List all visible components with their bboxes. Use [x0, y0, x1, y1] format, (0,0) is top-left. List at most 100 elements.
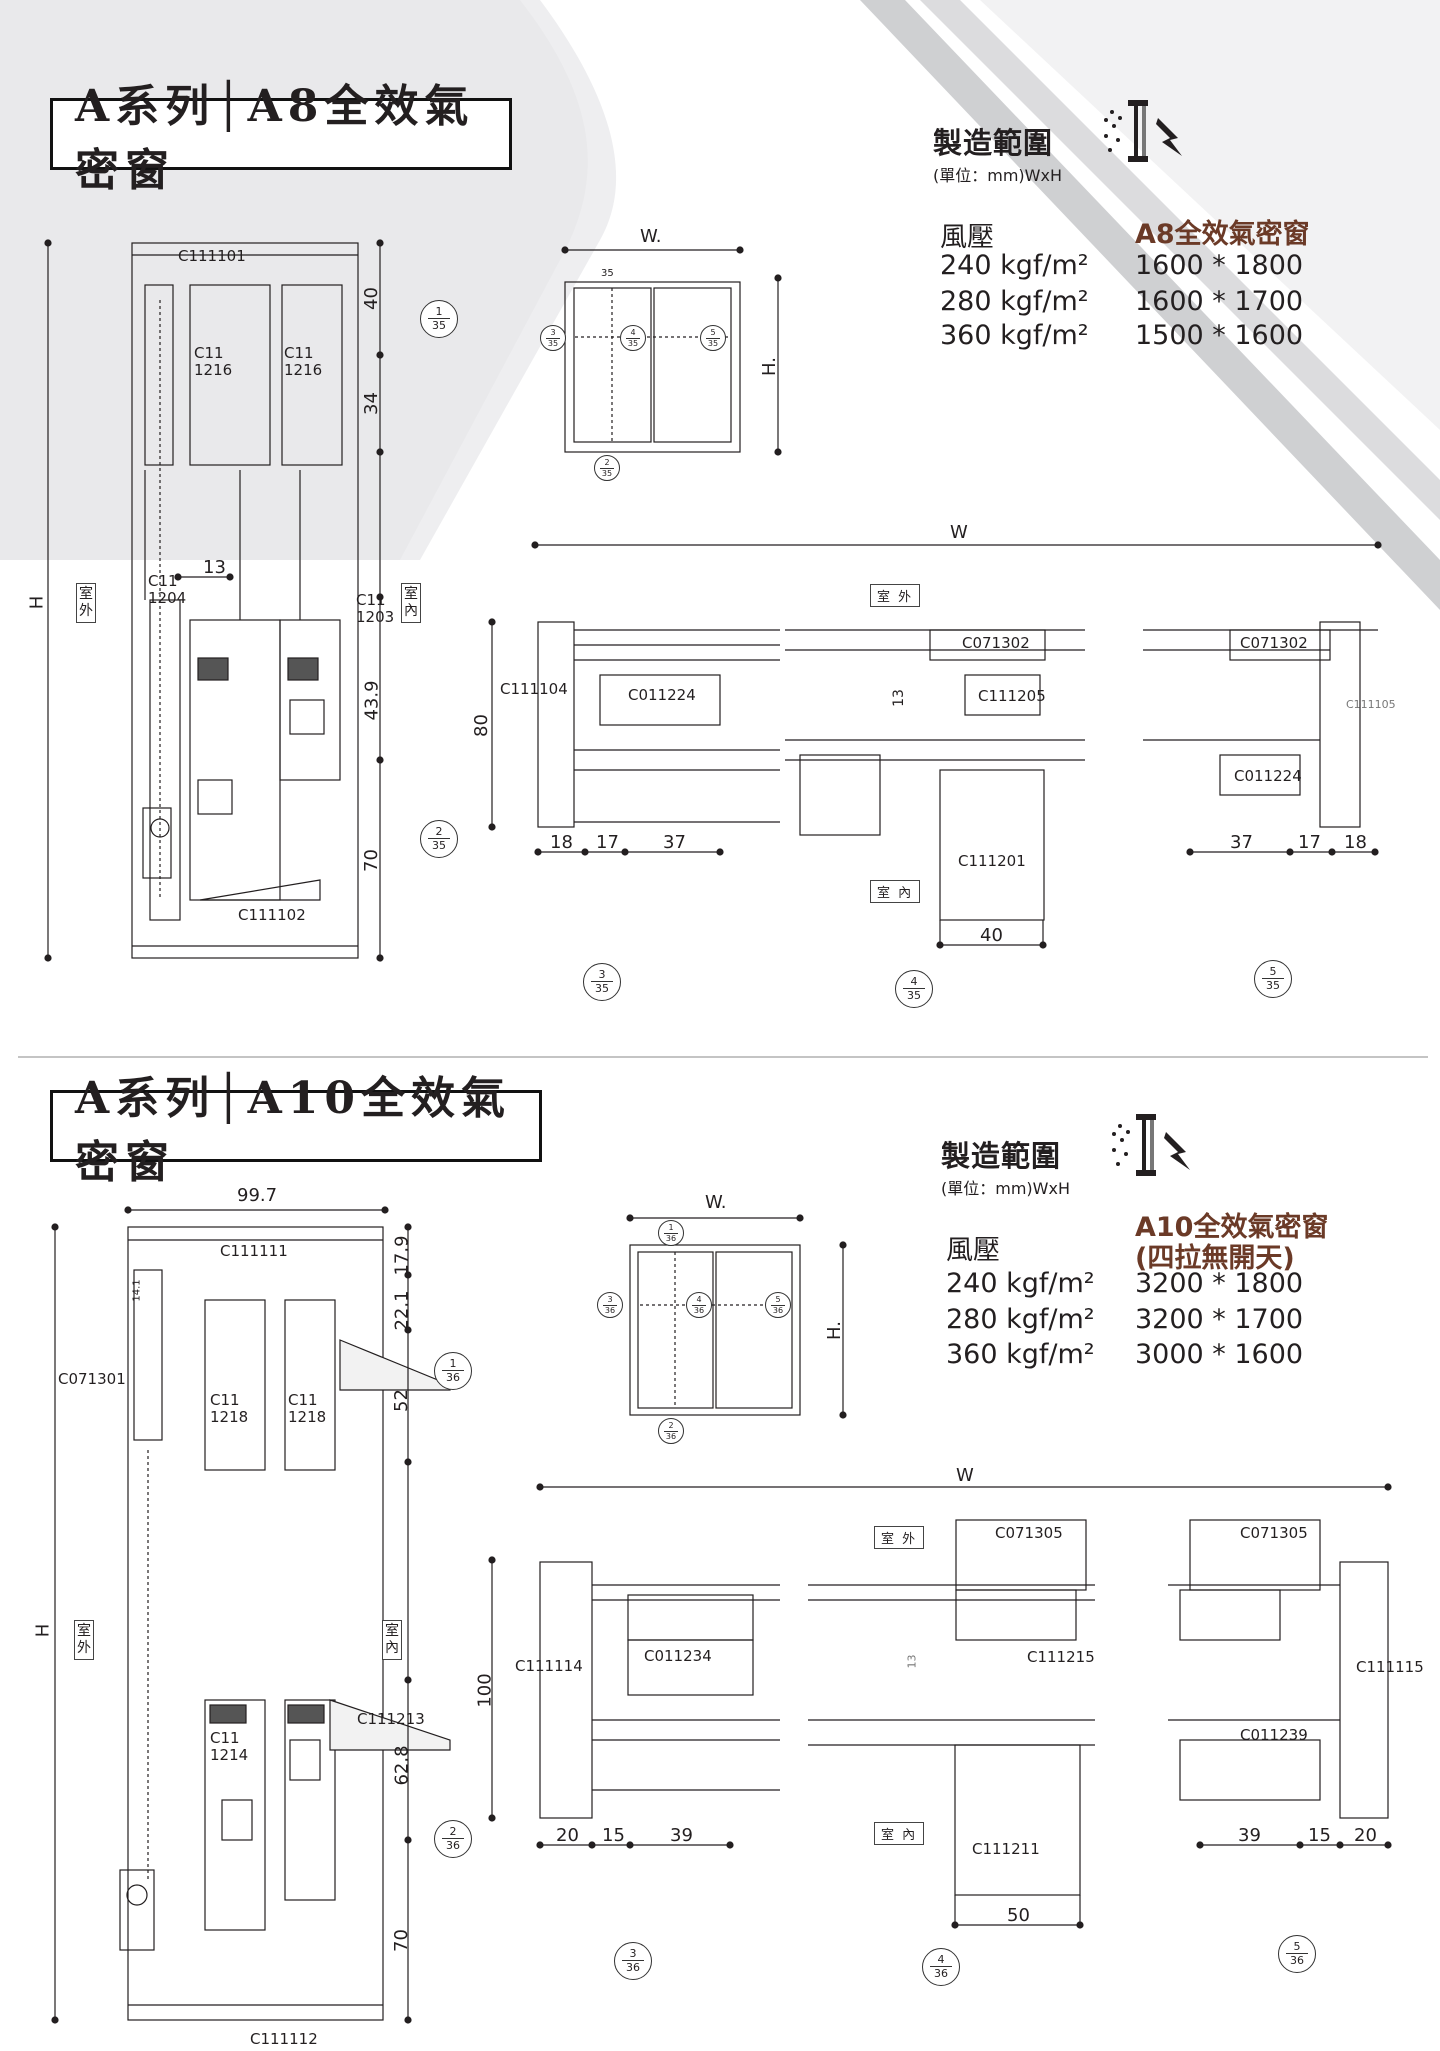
- a10-dim-99-7: 99.7: [237, 1185, 278, 1206]
- a8-label-c111101: C111101: [178, 247, 246, 265]
- a8-spec-row-1-size: 1600 * 1800: [1135, 250, 1304, 281]
- a8-dim-34: 34: [360, 392, 382, 415]
- a8-plan-label-c111201: C111201: [958, 852, 1026, 870]
- a8-dim-40: 40: [360, 287, 382, 310]
- a8-outside-tag: 室外: [76, 583, 96, 623]
- a8-title: A系列│A8全效氣密窗: [50, 81, 512, 196]
- a10-spec-col2a: A10全效氣密窗: [1135, 1212, 1329, 1243]
- a8-spec-col1: 風壓: [940, 222, 994, 253]
- a10-plan-w: W: [956, 1465, 974, 1486]
- a10-dim-52: 52: [390, 1389, 412, 1412]
- a8-dim-43-9: 43.9: [361, 680, 383, 721]
- a8-plan-dim-37-left: 37: [663, 832, 686, 853]
- a10-spec-unit: (單位：mm)WxH: [941, 1179, 1070, 1198]
- a10-plan-label-c011239: C011239: [1240, 1726, 1308, 1744]
- a10-plan-inside-tag: 室 內: [874, 1822, 925, 1845]
- airtight-logo-icon: [1104, 100, 1182, 162]
- a10-plan-dim-100: 100: [474, 1673, 496, 1708]
- a8-elev-h: H.: [758, 357, 780, 376]
- a10-spec-col1: 風壓: [946, 1235, 1000, 1266]
- a10-spec-row-2-size: 3200 * 1700: [1135, 1304, 1304, 1335]
- a10-dim-70: 70: [390, 1929, 412, 1952]
- a10-plan-label-c111215: C111215: [1027, 1648, 1095, 1666]
- a10-label-14-1: 14.1: [131, 1279, 143, 1302]
- a10-plan-label-c071305-b: C071305: [1240, 1524, 1308, 1542]
- a8-spec-heading: 製造範圍: [933, 126, 1054, 160]
- a10-plan-label-c111115: C111115: [1356, 1658, 1424, 1676]
- a10-spec-row-3-size: 3000 * 1600: [1135, 1339, 1304, 1370]
- a10-label-c111111: C111111: [220, 1242, 288, 1260]
- a8-plan-dim-18-right: 18: [1344, 832, 1367, 853]
- a8-plan-outside-tag: 室 外: [870, 584, 921, 607]
- a10-spec-heading: 製造範圍: [941, 1139, 1062, 1173]
- a8-plan-label-c071302-a: C071302: [962, 634, 1030, 652]
- a8-spec-unit: (單位：mm)WxH: [933, 166, 1062, 185]
- a10-plan-dim-20-right: 20: [1354, 1825, 1377, 1846]
- a10-plan-dim-13: 13: [905, 1654, 919, 1669]
- a10-plan-dim-39-left: 39: [670, 1825, 693, 1846]
- a10-plan-label-c011234: C011234: [644, 1647, 712, 1665]
- a10-spec-col2b: (四拉無開天): [1135, 1243, 1295, 1274]
- a10-dim-17-9: 17.9: [391, 1235, 413, 1276]
- a8-plan-label-c111205: C111205: [978, 687, 1046, 705]
- a8-plan-dim-80: 80: [470, 714, 492, 737]
- a8-plan-dim-18-left: 18: [550, 832, 573, 853]
- a8-plan-inside-tag: 室 內: [870, 880, 921, 903]
- a10-spec-row-1-pressure: 240 kgf/m²: [946, 1268, 1095, 1299]
- a8-dim-h: H: [26, 595, 48, 610]
- a8-plan-dim-40: 40: [980, 925, 1003, 946]
- a8-plan-w: W: [950, 522, 968, 543]
- a10-spec-row-2-pressure: 280 kgf/m²: [946, 1304, 1095, 1335]
- a8-dim-13: 13: [203, 557, 226, 578]
- a8-plan-label-c111105: C111105: [1346, 698, 1396, 711]
- a10-title: A系列│A10全效氣密窗: [50, 1073, 542, 1188]
- a8-plan-label-c011224-b: C011224: [1234, 767, 1302, 785]
- a10-outside-tag: 室外: [74, 1620, 94, 1660]
- a8-spec-col2: A8全效氣密窗: [1135, 219, 1310, 250]
- a10-dim-h: H: [32, 1623, 54, 1638]
- a8-inside-tag: 室內: [401, 583, 421, 623]
- a8-plan-dim-17-right: 17: [1298, 832, 1321, 853]
- a10-plan-dim-15-right: 15: [1308, 1825, 1331, 1846]
- a8-plan-dim-37-right: 37: [1230, 832, 1253, 853]
- a10-elev-h: H.: [823, 1321, 845, 1340]
- a10-plan-dim-39-right: 39: [1238, 1825, 1261, 1846]
- a8-spec-row-2-size: 1600 * 1700: [1135, 286, 1304, 317]
- a8-dim-70: 70: [360, 849, 382, 872]
- a10-label-c111112: C111112: [250, 2030, 318, 2048]
- a10-plan-dim-15-left: 15: [602, 1825, 625, 1846]
- a10-elev-w: W.: [705, 1192, 727, 1213]
- a10-plan-label-c071305-a: C071305: [995, 1524, 1063, 1542]
- a8-elev-35: 35: [601, 268, 614, 279]
- a8-elev-w: W.: [640, 226, 662, 247]
- a10-plan-dim-50: 50: [1007, 1905, 1030, 1926]
- a10-dim-22-1: 22.1: [391, 1290, 413, 1331]
- a10-spec-row-1-size: 3200 * 1800: [1135, 1268, 1304, 1299]
